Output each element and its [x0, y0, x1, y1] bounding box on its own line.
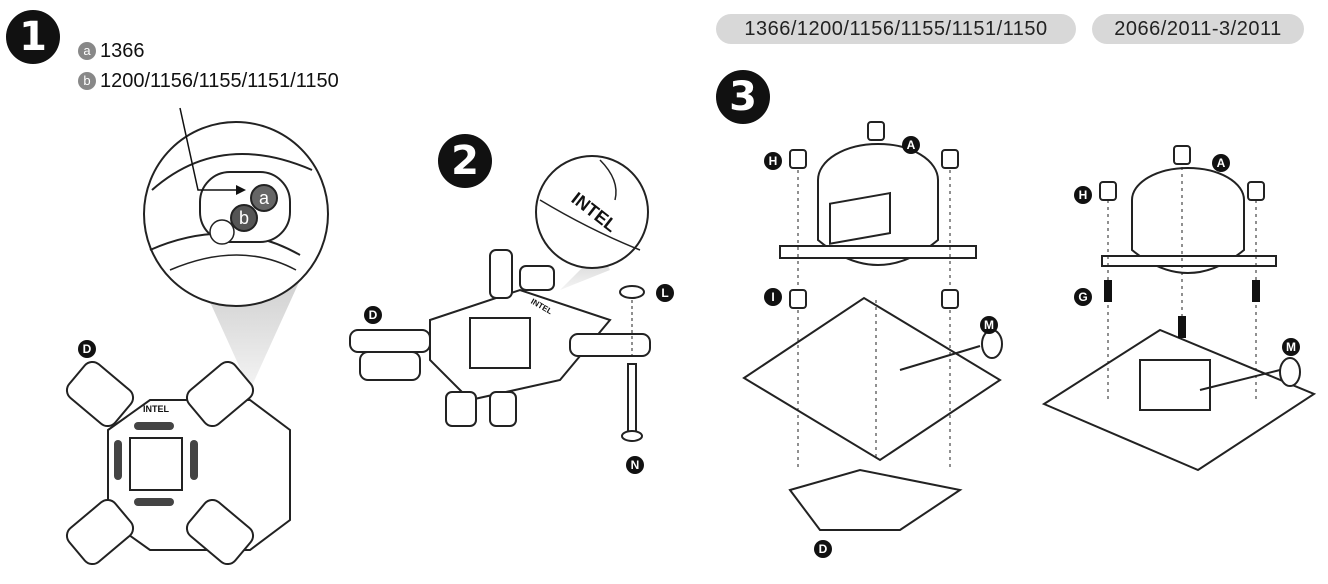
part-label-m-left: M — [980, 316, 998, 334]
zoom-circle-step2 — [535, 155, 649, 290]
option-b-marker: b — [78, 72, 96, 90]
pointer-arrow — [179, 107, 236, 191]
pump-head-right — [1101, 167, 1277, 274]
syringe-m-left — [899, 329, 1003, 371]
step-1-badge: 1 — [6, 10, 60, 64]
part-label-h-right: H — [1074, 186, 1092, 204]
part-label-d-step1: D — [78, 340, 96, 358]
part-label-a-right: A — [1212, 154, 1230, 172]
option-a-text: 1366 — [100, 40, 145, 62]
backplate-d-step1 — [65, 360, 291, 566]
socket-group-20xx-pill: 2066/2011-3/2011 — [1092, 14, 1304, 44]
screw-n — [621, 363, 643, 442]
syringe-m-right — [1199, 357, 1301, 391]
part-label-d-step3: D — [814, 540, 832, 558]
part-label-l: L — [656, 284, 674, 302]
part-label-g: G — [1074, 288, 1092, 306]
step-3-badge: 3 — [716, 70, 770, 124]
washer-l — [619, 285, 645, 299]
part-label-n: N — [626, 456, 644, 474]
part-label-d-step2: D — [364, 306, 382, 324]
option-b-text: 1200/1156/1155/1151/1150 — [100, 70, 339, 92]
step-2-badge: 2 — [438, 134, 492, 188]
part-label-m-right: M — [1282, 338, 1300, 356]
zoom-hole-a: a — [250, 184, 278, 212]
part-label-h-left: H — [764, 152, 782, 170]
zoom-hole-b: b — [230, 204, 258, 232]
magnify-cone — [200, 280, 300, 390]
option-a-marker: a — [78, 42, 96, 60]
backplate-d-step2 — [349, 249, 651, 427]
part-label-i: I — [764, 288, 782, 306]
socket-group-115x-pill: 1366/1200/1156/1155/1151/1150 — [716, 14, 1076, 44]
backplate-brand-text-step1: INTEL — [143, 404, 169, 414]
backplate-d-step3 — [788, 468, 963, 531]
part-label-a-left: A — [902, 136, 920, 154]
motherboard-left — [742, 296, 1002, 462]
